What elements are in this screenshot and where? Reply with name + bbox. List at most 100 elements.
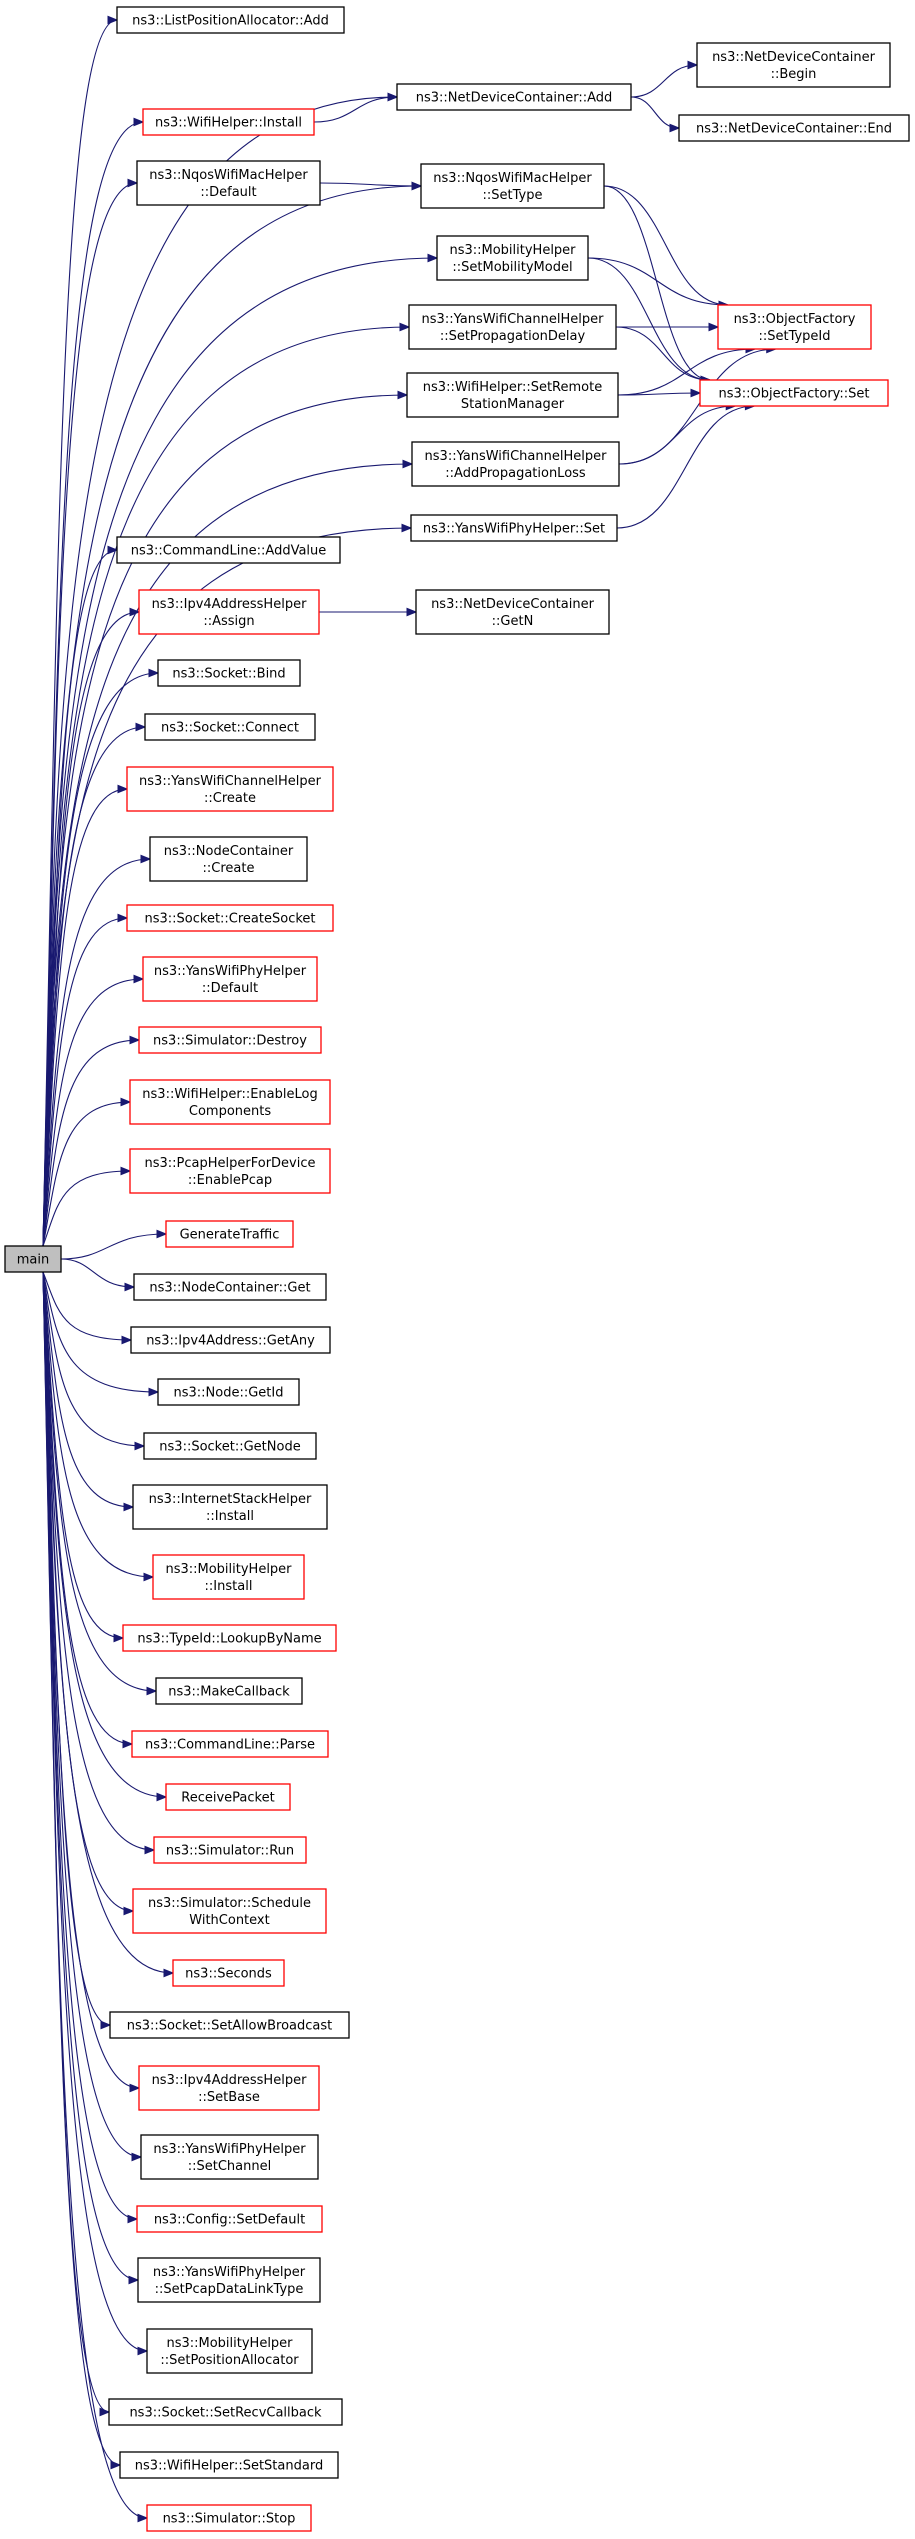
node-label: ns3::MakeCallback	[168, 1685, 290, 1700]
node-box	[146, 2504, 312, 2532]
node-nqos-settype[interactable]: ns3::NqosWifiMacHelper::SetType	[420, 163, 605, 209]
node-sock-getnode[interactable]: ns3::Socket::GetNode	[143, 1432, 317, 1460]
node-mob-setmodel[interactable]: ns3::MobilityHelper::SetMobilityModel	[436, 235, 589, 281]
node-ywp-setpcap[interactable]: ns3::YansWifiPhyHelper::SetPcapDataLinkT…	[137, 2257, 321, 2303]
edge-main-to-nqos-default	[42, 182, 138, 1247]
node-label: ns3::Socket::Connect	[161, 721, 299, 736]
node-ipv4-setbase[interactable]: ns3::Ipv4AddressHelper::SetBase	[138, 2065, 320, 2111]
edge-ndc-add-to-ndc-end-arrowhead	[669, 123, 681, 133]
edge-main-to-ywp-set	[42, 527, 412, 1247]
node-ywc-addprop[interactable]: ns3::YansWifiChannelHelper::AddPropagati…	[411, 441, 620, 487]
node-main[interactable]: main	[4, 1245, 62, 1273]
node-box	[140, 2134, 319, 2180]
edge-nqos-default-to-nqos-settype-arrowhead	[411, 181, 423, 191]
node-box	[143, 1432, 317, 1460]
edge-main-to-sock-createsocket	[42, 917, 128, 1247]
edge-main-to-ipv4-setbase-arrowhead	[129, 2083, 141, 2093]
node-wifi-install[interactable]: ns3::WifiHelper::Install	[142, 108, 315, 136]
node-ndc-getn[interactable]: ns3::NetDeviceContainer::GetN	[415, 589, 610, 635]
node-label: ::Default	[202, 981, 258, 996]
node-label: ::GetN	[492, 614, 534, 629]
node-label: ::SetBase	[198, 2090, 260, 2105]
edge-main-to-wifi-enablelog	[42, 1101, 131, 1247]
node-gentraffic[interactable]: GenerateTraffic	[165, 1220, 294, 1248]
node-label: ns3::Socket::GetNode	[159, 1440, 300, 1455]
node-box	[126, 766, 334, 812]
node-box	[144, 713, 316, 741]
node-ywp-setchannel[interactable]: ns3::YansWifiPhyHelper::SetChannel	[140, 2134, 319, 2180]
node-recvpacket[interactable]: ReceivePacket	[165, 1783, 291, 1811]
node-ipv4addr-getany[interactable]: ns3::Ipv4Address::GetAny	[130, 1326, 331, 1354]
edge-main-to-recvpacket	[42, 1271, 167, 1798]
edge-main-to-sock-bind	[42, 672, 159, 1247]
node-cmd-parse[interactable]: ns3::CommandLine::Parse	[131, 1730, 329, 1758]
node-label: ::SetTypeId	[758, 329, 830, 344]
node-ish-install[interactable]: ns3::InternetStackHelper::Install	[132, 1484, 328, 1530]
node-label: ns3::Simulator::Stop	[163, 2512, 296, 2527]
node-ndc-end[interactable]: ns3::NetDeviceContainer::End	[678, 114, 910, 142]
node-ywp-default[interactable]: ns3::YansWifiPhyHelper::Default	[142, 956, 318, 1002]
node-box	[122, 1624, 337, 1652]
node-ndc-add[interactable]: ns3::NetDeviceContainer::Add	[396, 83, 632, 111]
node-nc-create[interactable]: ns3::NodeContainer::Create	[149, 836, 308, 882]
edge-ipv4-assign-to-ndc-getn-arrowhead	[406, 607, 418, 617]
node-ndc-begin[interactable]: ns3::NetDeviceContainer::Begin	[696, 42, 891, 88]
node-sim-run[interactable]: ns3::Simulator::Run	[153, 1836, 307, 1864]
edge-main-to-wifi-enablelog-arrowhead	[120, 1097, 132, 1107]
node-sock-createsocket[interactable]: ns3::Socket::CreateSocket	[126, 904, 334, 932]
edge-main-to-typeid-lookup-arrowhead	[113, 1633, 125, 1643]
node-cmd-addvalue[interactable]: ns3::CommandLine::AddValue	[116, 536, 341, 564]
node-node-getid[interactable]: ns3::Node::GetId	[157, 1378, 300, 1406]
node-pcap-enable[interactable]: ns3::PcapHelperForDevice::EnablePcap	[129, 1148, 331, 1194]
node-sock-bind[interactable]: ns3::Socket::Bind	[157, 659, 301, 687]
node-nqos-default[interactable]: ns3::NqosWifiMacHelper::Default	[136, 160, 321, 206]
edge-main-to-ywp-default	[42, 978, 144, 1247]
node-ywc-create[interactable]: ns3::YansWifiChannelHelper::Create	[126, 766, 334, 812]
node-wifi-setstandard[interactable]: ns3::WifiHelper::SetStandard	[119, 2451, 339, 2479]
edge-main-to-node-getid	[42, 1271, 159, 1393]
edge-main-to-typeid-lookup	[42, 1271, 124, 1639]
node-label: ns3::WifiHelper::SetStandard	[135, 2459, 323, 2474]
node-of-set[interactable]: ns3::ObjectFactory::Set	[699, 379, 889, 407]
node-mob-install[interactable]: ns3::MobilityHelper::Install	[152, 1554, 305, 1600]
edge-nqos-settype-to-of-settypeid	[603, 185, 729, 306]
node-box	[410, 514, 618, 542]
edge-main-to-ipv4addr-getany	[42, 1271, 132, 1341]
edge-wifi-setremote-to-of-settypeid	[617, 348, 756, 396]
edge-main-to-pcap-enable-arrowhead	[120, 1166, 132, 1176]
node-box	[411, 441, 620, 487]
node-label: ns3::NqosWifiMacHelper	[149, 168, 308, 183]
node-of-settypeid[interactable]: ns3::ObjectFactory::SetTypeId	[717, 304, 872, 350]
edge-main-to-nqos-settype	[42, 185, 422, 1247]
node-ywp-set[interactable]: ns3::YansWifiPhyHelper::Set	[410, 514, 618, 542]
node-ipv4-assign[interactable]: ns3::Ipv4AddressHelper::Assign	[138, 589, 320, 635]
node-box	[406, 372, 619, 418]
node-cfg-setdefault[interactable]: ns3::Config::SetDefault	[136, 2205, 323, 2233]
node-sock-setrecvcb[interactable]: ns3::Socket::SetRecvCallback	[108, 2398, 343, 2426]
edge-main-to-sim-stop-arrowhead	[137, 2513, 149, 2523]
node-sock-setallowbc[interactable]: ns3::Socket::SetAllowBroadcast	[109, 2011, 350, 2039]
node-makecallback[interactable]: ns3::MakeCallback	[155, 1677, 303, 1705]
node-typeid-lookup[interactable]: ns3::TypeId::LookupByName	[122, 1624, 337, 1652]
edge-nqos-default-to-nqos-settype	[319, 182, 422, 187]
edge-main-to-sim-run-arrowhead	[144, 1845, 156, 1855]
node-mob-setposalloc[interactable]: ns3::MobilityHelper::SetPositionAllocato…	[146, 2328, 313, 2374]
node-sock-connect[interactable]: ns3::Socket::Connect	[144, 713, 316, 741]
node-label: ns3::Socket::Bind	[172, 667, 285, 682]
node-seconds[interactable]: ns3::Seconds	[172, 1959, 285, 1987]
node-label: ::EnablePcap	[188, 1173, 272, 1188]
node-label: ::SetType	[483, 188, 543, 203]
node-nc-get[interactable]: ns3::NodeContainer::Get	[133, 1273, 327, 1301]
node-box	[420, 163, 605, 209]
node-label: ns3::NetDeviceContainer	[431, 597, 595, 612]
node-ywc-setprop[interactable]: ns3::YansWifiChannelHelper::SetPropagati…	[408, 304, 617, 350]
node-sim-stop[interactable]: ns3::Simulator::Stop	[146, 2504, 312, 2532]
call-edges	[42, 15, 778, 2523]
node-label: ns3::YansWifiChannelHelper	[139, 774, 322, 789]
node-box	[108, 2398, 343, 2426]
node-lpa-add[interactable]: ns3::ListPositionAllocator::Add	[116, 6, 345, 34]
node-sim-destroy[interactable]: ns3::Simulator::Destroy	[138, 1026, 322, 1054]
